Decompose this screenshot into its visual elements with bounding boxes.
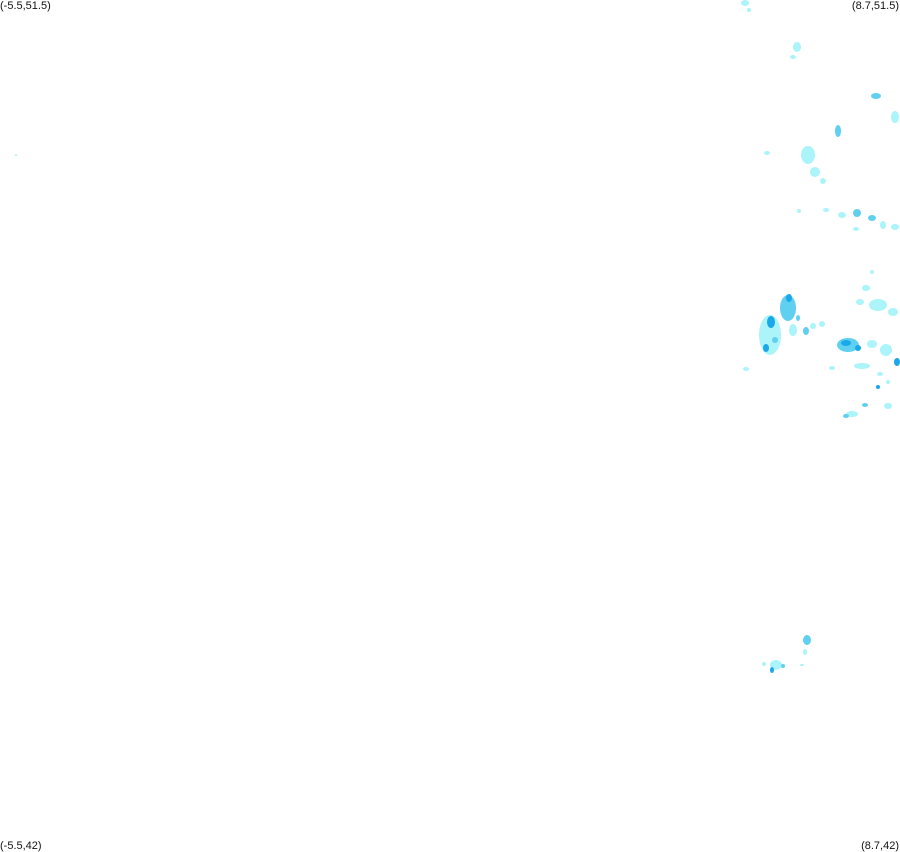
precip-cell [803,649,807,655]
precip-cell [789,324,797,336]
precip-cell [810,323,816,329]
precip-cell [770,667,774,673]
precip-cell [853,209,861,217]
corner-coord-bottom-left: (-5.5,42) [0,840,42,852]
precip-cell [820,178,826,184]
precip-cell [862,403,868,407]
precip-cell [747,8,751,12]
precip-cell [888,308,898,316]
precip-cell [891,224,899,230]
corner-coord-top-right: (8.7,51.5) [851,0,899,12]
precip-cell [790,55,796,59]
precip-cell [870,270,874,274]
precip-cell [886,380,890,384]
precip-cell [862,285,870,291]
precip-cell [772,337,778,343]
precip-cell [819,321,825,327]
precip-cell [877,372,883,376]
precip-cell [871,93,881,99]
precip-cell [803,635,811,645]
precip-cell [843,414,849,418]
precip-cell [876,385,880,389]
precip-cell [793,42,801,52]
precip-cluster-north [15,0,899,184]
precip-cell [884,403,892,409]
precip-cell [15,154,17,156]
precip-cell [880,221,886,229]
precip-cell [880,344,892,356]
precip-cell [762,662,766,666]
precip-cell [796,315,800,321]
precip-cell [810,167,820,177]
precip-cell [781,664,785,668]
precip-cell [797,209,801,213]
precip-cell [854,363,870,369]
precip-cluster-south [762,635,811,673]
precip-cell [786,294,792,302]
precip-cell [764,151,770,155]
precip-cell [838,212,846,218]
precip-cluster-central [743,270,900,418]
precip-cell [869,299,887,311]
precip-cell [780,295,796,321]
precip-band-upper [797,208,899,231]
precip-cell [823,208,829,212]
precip-cell [743,367,749,371]
precip-cell [891,111,899,123]
corner-coord-bottom-right: (8.7,42) [861,840,899,852]
precip-cell [867,340,877,348]
precip-cell [835,125,841,137]
precip-cell [846,411,858,417]
precip-cell [767,316,775,328]
precip-cell [841,340,851,346]
precip-cell [801,146,815,164]
corner-coord-top-left: (-5.5,51.5) [0,0,51,12]
precip-cell [763,344,769,352]
precip-cell [803,327,809,335]
precip-cell [800,664,804,666]
precip-cell [741,0,749,6]
precip-cell [855,345,861,351]
precip-cell [868,215,876,221]
precip-cell [853,227,859,231]
precip-cell [856,299,864,305]
precip-cell [894,358,900,366]
precip-cell [829,366,835,370]
